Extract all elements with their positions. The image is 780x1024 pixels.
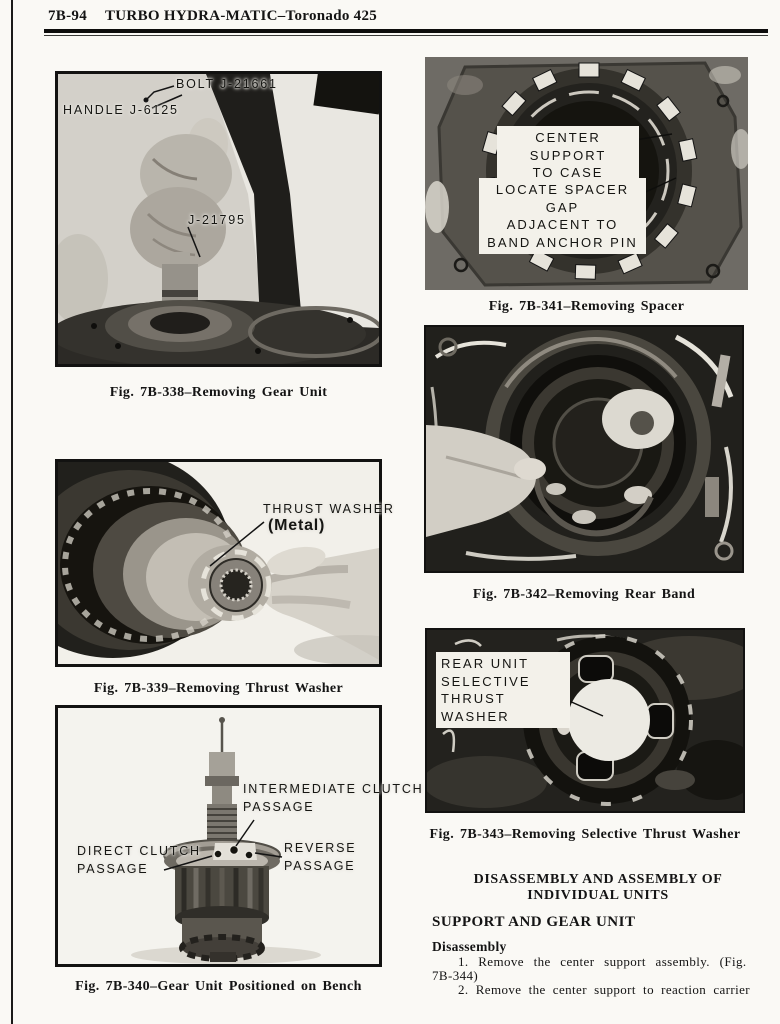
section-heading-line2: INDIVIDUAL UNITS [527,888,669,903]
figure-7b-338: BOLT J-21661 HANDLE J-6125 J-21795 [55,71,382,367]
callout-direct-clutch-line1: DIRECT CLUTCH [77,844,201,858]
photo-removing-rear-band [426,327,742,571]
callout-tool-j21795: J-21795 [188,213,246,227]
callout-thrust-washer: THRUST WASHER [263,502,395,516]
step-1-line-1: 1. Remove the center support assembly. (… [458,954,747,969]
callout-handle-j6125: HANDLE J-6125 [63,103,179,117]
photo-gear-unit-on-bench [58,708,379,964]
callout-locate-line1: LOCATE SPACER GAP [495,182,630,215]
callout-locate-line2: ADJACENT TO [506,217,619,232]
figure-7b-343: REAR UNIT SELECTIVE THRUST WASHER [425,628,745,813]
callout-reverse-line1: REVERSE [284,841,357,855]
callout-intermediate-clutch-line2: PASSAGE [243,800,315,814]
header-rule [44,29,768,33]
page-number: 7B-94 [48,8,87,24]
callout-reverse-line2: PASSAGE [284,859,356,873]
callout-rear-unit-washer: REAR UNIT SELECTIVE THRUST WASHER [436,652,570,728]
callout-rear-line3: THRUST WASHER [441,691,510,724]
page-header: 7B-94 TURBO HYDRA-MATIC–Toronado 425 [48,8,377,25]
callout-thrust-washer-metal: (Metal) [268,517,326,534]
figure-7b-341: CENTER SUPPORT TO CASE SPACER LOCATE SPA… [425,57,748,290]
callout-direct-clutch-line2: PASSAGE [77,862,149,876]
photo-removing-selective-thrust-washer [427,630,743,811]
subsection-heading: SUPPORT AND GEAR UNIT [432,914,636,930]
caption-fig-7b-342: Fig. 7B-342–Removing Rear Band [472,587,696,602]
page-title: TURBO HYDRA-MATIC–Toronado 425 [105,8,378,24]
callout-locate-line3: BAND ANCHOR PIN [487,234,638,250]
photo-removing-thrust-washer [58,462,379,664]
figure-7b-342 [424,325,744,573]
step-2-line-1: 2. Remove the center support to reaction… [458,982,751,997]
page-edge-scan-line [11,0,13,1024]
caption-fig-7b-340: Fig. 7B-340–Gear Unit Positioned on Benc… [75,979,362,994]
caption-fig-7b-339: Fig. 7B-339–Removing Thrust Washer [93,681,344,696]
callout-locate-spacer-gap: LOCATE SPACER GAP ADJACENT TO BAND ANCHO… [479,178,646,254]
caption-fig-7b-341: Fig. 7B-341–Removing Spacer [488,299,685,314]
figure-7b-339: THRUST WASHER (Metal) [55,459,393,667]
procedure-heading: Disassembly [432,939,507,954]
figure-7b-340: INTERMEDIATE CLUTCH PASSAGE DIRECT CLUTC… [55,705,422,967]
callout-center-support-line1: CENTER SUPPORT [529,130,607,163]
callout-intermediate-clutch-line1: INTERMEDIATE CLUTCH [243,782,424,796]
photo-removing-gear-unit [58,74,379,364]
caption-fig-7b-338: Fig. 7B-338–Removing Gear Unit [109,385,328,400]
caption-fig-7b-343: Fig. 7B-343–Removing Selective Thrust Wa… [429,827,741,842]
callout-rear-line2: SELECTIVE [441,673,531,689]
header-rule-thin [44,35,768,36]
step-1-line-2: 7B-344) [432,968,479,983]
section-heading-line1: DISASSEMBLY AND ASSEMBLY OF [473,872,723,887]
callout-bolt-j21661: BOLT J-21661 [176,77,278,91]
callout-rear-line1: REAR UNIT [441,656,530,671]
